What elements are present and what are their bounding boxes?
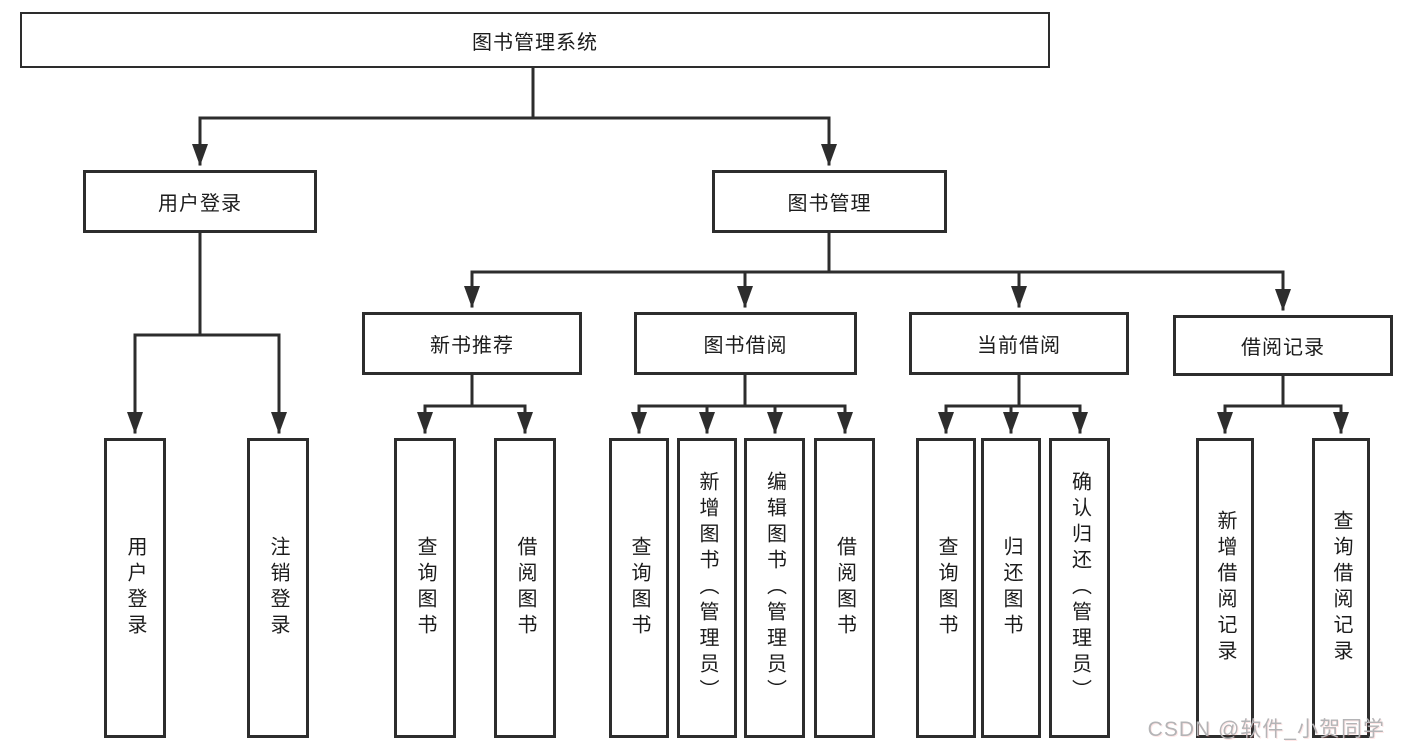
- leaf-add-borrow-record: 新增借阅记录: [1196, 438, 1254, 738]
- node-borrowing-records: 借阅记录: [1173, 315, 1393, 376]
- leaf-borrow-books-2-label: 借阅图书: [833, 536, 856, 640]
- leaf-return-books: 归还图书: [981, 438, 1041, 738]
- leaf-borrow-books-2: 借阅图书: [814, 438, 875, 738]
- leaf-add-borrow-record-label: 新增借阅记录: [1214, 510, 1236, 666]
- leaf-borrow-books-1-label: 借阅图书: [514, 536, 536, 640]
- leaf-query-books-3: 查询图书: [916, 438, 976, 738]
- node-borrowing-records-label: 借阅记录: [1241, 337, 1325, 359]
- leaf-query-books-1-label: 查询图书: [414, 536, 436, 640]
- leaf-add-books-admin: 新增图书（管理员）: [677, 438, 737, 738]
- leaf-query-borrow-record-label: 查询借阅记录: [1330, 510, 1352, 666]
- leaf-query-books-2-label: 查询图书: [628, 536, 650, 640]
- node-book-management: 图书管理: [712, 170, 947, 233]
- node-book-management-label: 图书管理: [787, 193, 872, 215]
- node-new-book-recommendation: 新书推荐: [362, 312, 582, 375]
- node-new-book-recommendation-label: 新书推荐: [430, 335, 514, 357]
- leaf-query-books-2: 查询图书: [609, 438, 669, 738]
- leaf-edit-books-admin-label: 编辑图书（管理员）: [763, 471, 786, 705]
- node-root-label: 图书管理系统: [472, 31, 598, 54]
- node-book-borrowing: 图书借阅: [634, 312, 857, 375]
- node-root: 图书管理系统: [20, 12, 1050, 68]
- leaf-add-books-admin-label: 新增图书（管理员）: [696, 471, 718, 705]
- csdn-watermark: CSDN @软件_小贺同学: [1147, 718, 1385, 741]
- leaf-confirm-return-admin-label: 确认归还（管理员）: [1068, 471, 1091, 705]
- leaf-query-books-1: 查询图书: [394, 438, 456, 738]
- leaf-return-books-label: 归还图书: [1000, 536, 1022, 640]
- leaf-confirm-return-admin: 确认归还（管理员）: [1049, 438, 1110, 738]
- node-book-borrowing-label: 图书借阅: [703, 335, 788, 357]
- leaf-logout: 注销登录: [247, 438, 309, 738]
- leaf-edit-books-admin: 编辑图书（管理员）: [744, 438, 805, 738]
- node-current-borrowing-label: 当前借阅: [977, 335, 1061, 357]
- leaf-user-login: 用户登录: [104, 438, 166, 738]
- node-user-login: 用户登录: [83, 170, 317, 233]
- leaf-user-login-label: 用户登录: [124, 536, 146, 640]
- leaf-query-books-3-label: 查询图书: [935, 536, 957, 640]
- node-user-login-label: 用户登录: [158, 193, 242, 215]
- leaf-logout-label: 注销登录: [267, 536, 289, 640]
- leaf-borrow-books-1: 借阅图书: [494, 438, 556, 738]
- leaf-query-borrow-record: 查询借阅记录: [1312, 438, 1370, 738]
- node-current-borrowing: 当前借阅: [909, 312, 1129, 375]
